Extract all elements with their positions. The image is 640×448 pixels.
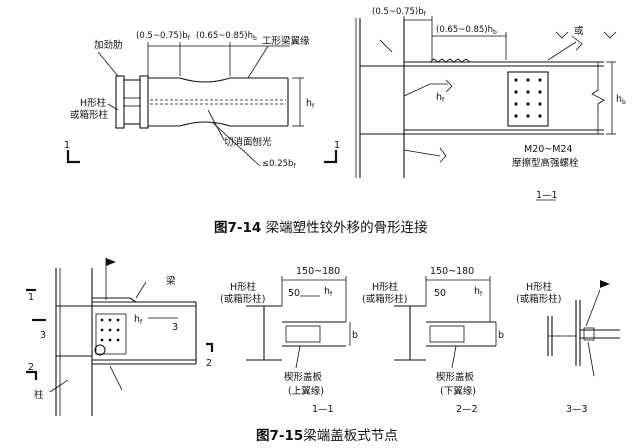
- fig15-section-2: [394, 276, 497, 369]
- right-hf-label: hf: [436, 92, 445, 104]
- sec1-col-line2: (或箱形柱): [220, 293, 265, 305]
- column-label-line2: 或箱形柱: [70, 109, 109, 121]
- sec2-hf-label: hf: [474, 286, 483, 298]
- section-1-1-label: 1—1: [536, 190, 558, 201]
- fig15-mark-2-right: 2: [206, 358, 212, 369]
- fig15-left-elevation: [26, 258, 214, 416]
- hb-label: hb: [616, 94, 626, 106]
- fig14-caption: 图7-14 梁端塑性铰外移的骨形连接: [214, 219, 428, 236]
- column-label: 柱: [34, 389, 44, 401]
- sec2-b-label: b: [498, 330, 504, 341]
- dim-a-label: (0.5~0.75)bf: [136, 31, 191, 42]
- fig15-mark-3-right: 3: [172, 322, 178, 333]
- section-mark-1-right: 1: [334, 140, 340, 151]
- sec2-plate-label: 楔形盖板: [436, 371, 475, 383]
- sec1-title: 1—1: [312, 404, 334, 415]
- sec2-dim-50: 50: [434, 288, 446, 299]
- dim-b-label: (0.65~0.85)hb: [196, 31, 257, 42]
- sec1-dim-150: 150~180: [296, 266, 340, 277]
- sec2-lower-label: (下翼缘): [440, 385, 476, 397]
- fig15-hf-label: hf: [134, 314, 143, 326]
- fig15-mark-1: 1: [28, 292, 34, 303]
- sec2-dim-150: 150~180: [430, 266, 474, 277]
- sec2-col-line2: (或箱形柱): [362, 293, 407, 305]
- cut-label: 切消面刨光: [224, 136, 272, 148]
- fig15-caption: 图7-15梁端盖板式节点: [256, 428, 398, 444]
- sec1-b-label: b: [352, 330, 358, 341]
- section-mark-1-left: 1: [64, 140, 70, 151]
- fig14-right-elevation: [355, 16, 617, 201]
- sec1-plate-label: 楔形盖板: [284, 371, 323, 383]
- sec3-title: 3—3: [566, 404, 588, 415]
- hf-label: hf: [306, 98, 315, 110]
- sec1-upper-label: (上翼缘): [288, 385, 324, 397]
- fig15-section-3: [547, 280, 620, 377]
- beam-label: 梁: [166, 275, 176, 287]
- sec1-hf-label: hf: [324, 286, 333, 298]
- or-label: 或: [574, 25, 584, 37]
- sec1-col-line1: H形柱: [230, 281, 257, 293]
- right-dim-b-label: (0.65~0.85)hb: [436, 25, 497, 36]
- fig15-mark-3-left: 3: [40, 330, 46, 341]
- sec1-dim-50: 50: [288, 288, 300, 299]
- sec2-col-line1: H形柱: [372, 281, 399, 293]
- fig15-mark-2-left: 2: [28, 362, 34, 373]
- le-label: ≤0.25bf: [262, 159, 296, 170]
- sec3-col-line2: (或箱形柱): [516, 293, 561, 305]
- bolt-desc-label: 摩擦型高强螺栓: [512, 157, 579, 169]
- column-label-line1: H形柱: [80, 97, 107, 109]
- sec3-col-line1: H形柱: [526, 281, 553, 293]
- fig15-section-1: [246, 276, 351, 369]
- sec2-title: 2—2: [456, 404, 478, 415]
- flange-label: 工形梁翼缘: [262, 35, 310, 47]
- right-dim-a-label: (0.5~0.75)bf: [372, 7, 427, 18]
- bolt-size-label: M20~M24: [524, 144, 573, 155]
- stiffener-label: 加劲肋: [94, 39, 123, 51]
- fig14-left-plan: [66, 42, 338, 167]
